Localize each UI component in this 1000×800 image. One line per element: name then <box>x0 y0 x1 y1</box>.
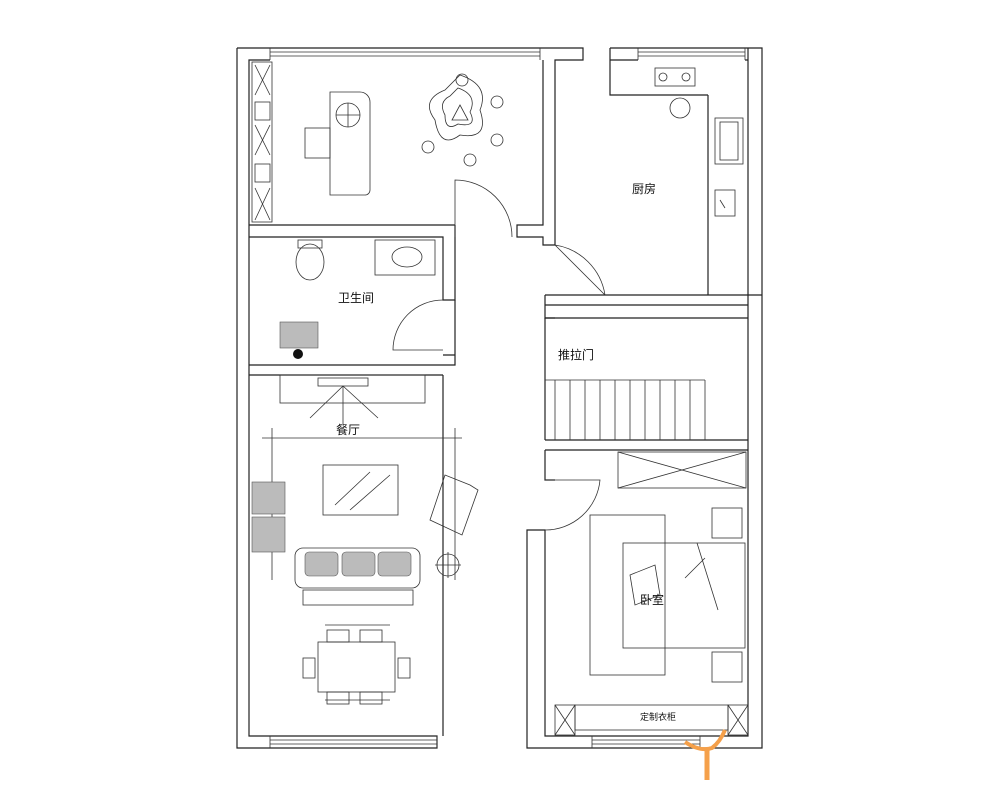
bedroom-label: 卧室 <box>640 592 664 607</box>
living-dining-furniture: 餐厅 <box>251 374 479 705</box>
study-furniture <box>251 61 504 223</box>
dining-label: 餐厅 <box>336 422 360 437</box>
wardrobe-label: 定制衣柜 <box>640 711 676 723</box>
bedroom-furniture: 卧室 定制衣柜 <box>554 451 749 736</box>
bathroom-label: 卫生间 <box>338 291 374 305</box>
logo-mark <box>683 729 727 780</box>
walls <box>236 47 763 749</box>
sliding-door-label: 推拉门 <box>558 347 594 362</box>
kitchen-label: 厨房 <box>632 181 656 196</box>
kitchen-fixtures: 厨房 <box>632 67 744 217</box>
doors <box>392 179 606 531</box>
staircase: 推拉门 <box>545 347 706 440</box>
bathroom-fixtures: 卫生间 <box>279 239 436 359</box>
